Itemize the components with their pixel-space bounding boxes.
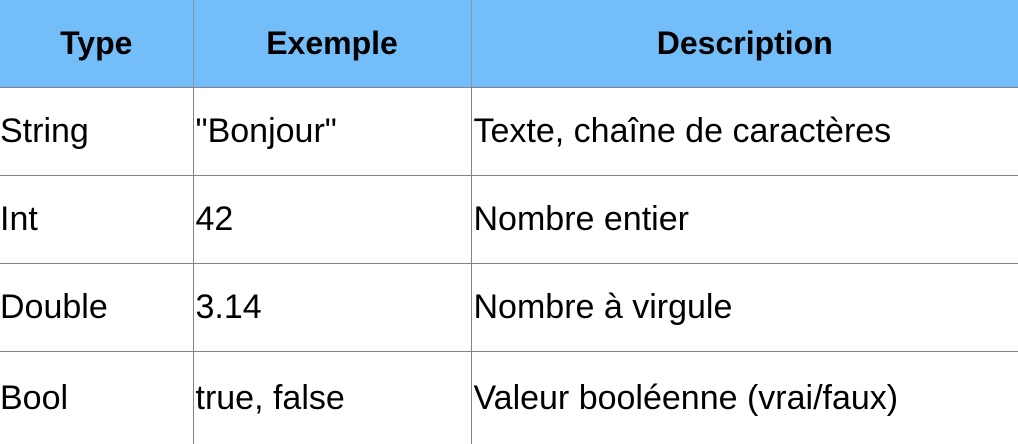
table-row: Int 42 Nombre entier (0, 176, 1018, 264)
table-row: Double 3.14 Nombre à virgule (0, 264, 1018, 352)
header-description: Description (471, 0, 1018, 88)
header-exemple: Exemple (193, 0, 471, 88)
cell-exemple: true, false (193, 352, 471, 444)
header-type: Type (0, 0, 193, 88)
cell-description: Valeur booléenne (vrai/faux) (471, 352, 1018, 444)
cell-exemple: 42 (193, 176, 471, 264)
table-row: String "Bonjour" Texte, chaîne de caract… (0, 88, 1018, 176)
cell-exemple: 3.14 (193, 264, 471, 352)
cell-type: Double (0, 264, 193, 352)
cell-type: String (0, 88, 193, 176)
cell-type: Int (0, 176, 193, 264)
cell-type: Bool (0, 352, 193, 444)
header-row: Type Exemple Description (0, 0, 1018, 88)
cell-description: Nombre entier (471, 176, 1018, 264)
cell-description: Nombre à virgule (471, 264, 1018, 352)
table-row: Bool true, false Valeur booléenne (vrai/… (0, 352, 1018, 444)
cell-description: Texte, chaîne de caractères (471, 88, 1018, 176)
cell-exemple: "Bonjour" (193, 88, 471, 176)
